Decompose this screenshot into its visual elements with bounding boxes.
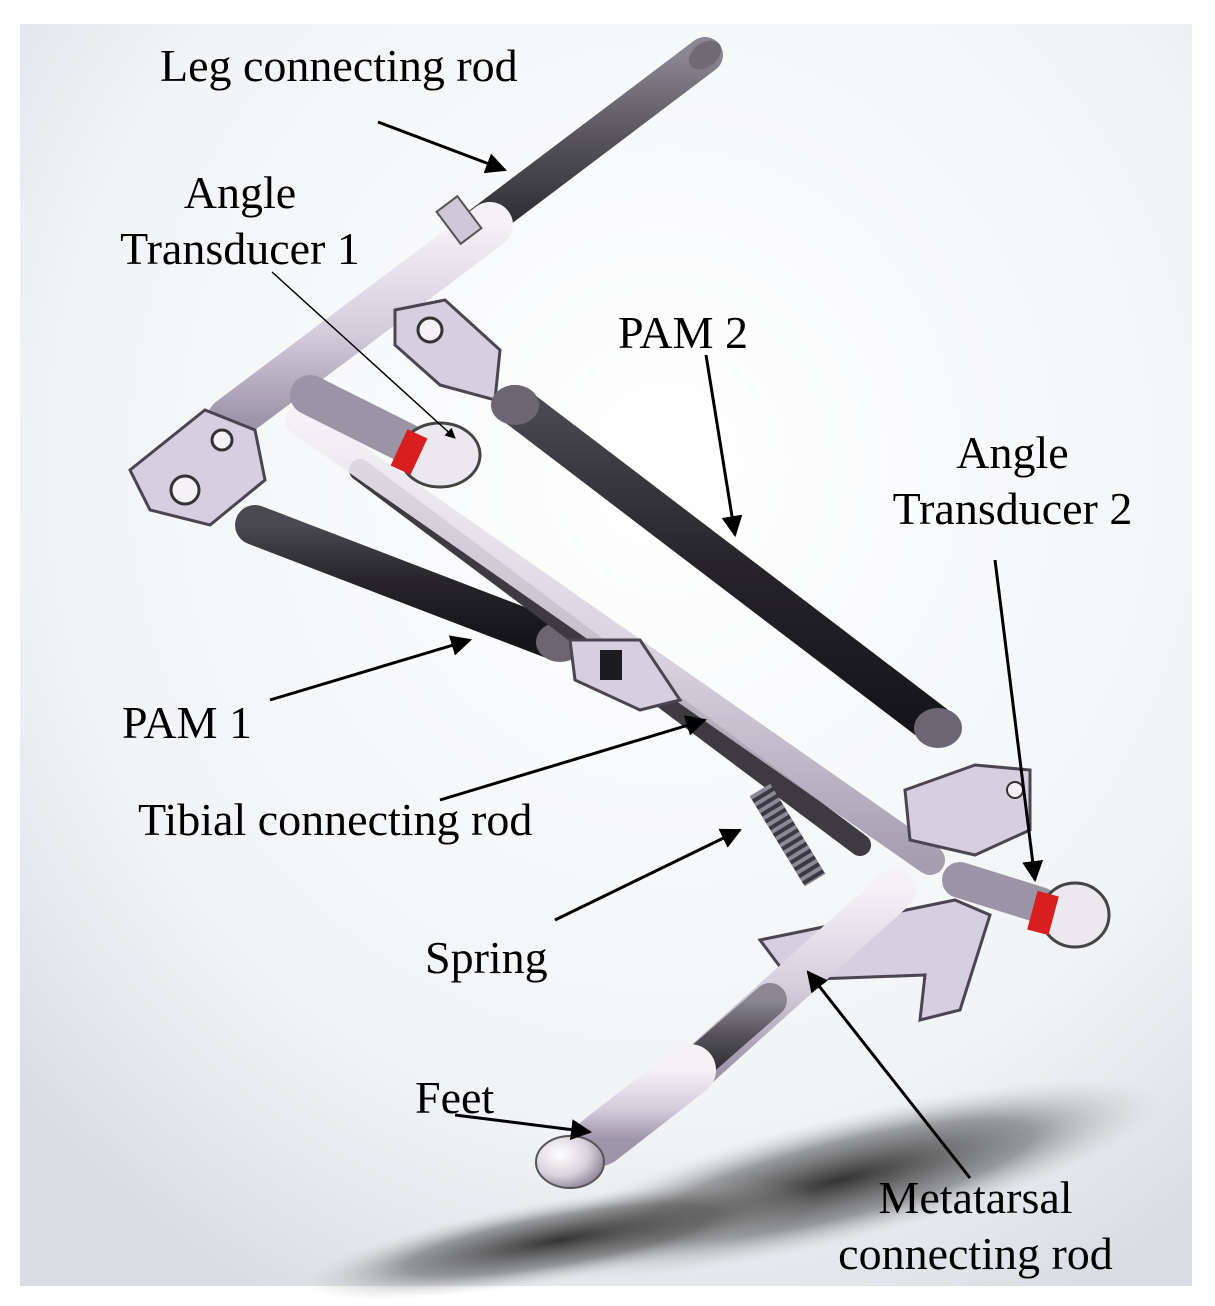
- tibial-rod-arrow-icon: [439, 715, 708, 802]
- label-tibial-connecting-rod: Tibial connecting rod: [138, 794, 533, 845]
- upper-clamp: [435, 194, 483, 246]
- tibia-bracket-slot: [600, 650, 622, 680]
- pam-2-top-fitting: [491, 385, 539, 425]
- label-pam-1: PAM 1: [122, 697, 252, 748]
- pam1-arrow-icon: [269, 635, 473, 702]
- pam2-arrow-icon: [704, 354, 743, 538]
- hip-pin: [169, 474, 201, 506]
- label-leg-connecting-rod: Leg connecting rod: [160, 40, 518, 91]
- label-spring: Spring: [425, 932, 548, 983]
- hip-pin-2: [210, 428, 234, 452]
- label-feet: Feet: [415, 1072, 495, 1123]
- foot-tube: [574, 1044, 716, 1166]
- leg-rod-arrow-icon: [377, 120, 507, 174]
- metatarsal-arrow-icon: [806, 970, 972, 1179]
- pam-1-muscle: [235, 505, 575, 660]
- label-angle-transducer-1: Angle Transducer 1: [120, 167, 360, 274]
- tibia-bracket: [568, 638, 683, 712]
- pam-2-bottom-fitting: [914, 708, 962, 748]
- angle1-arrow-icon: [271, 271, 456, 439]
- feet-arrow-icon: [454, 1113, 593, 1141]
- label-pam-2: PAM 2: [618, 307, 748, 358]
- label-angle-transducer-2: Angle Transducer 2: [892, 427, 1133, 534]
- knee-pin: [416, 316, 444, 344]
- spring-arrow-icon: [554, 828, 742, 922]
- pam-2-muscle: [495, 385, 955, 745]
- upper-leg-tube: [207, 202, 513, 443]
- angle-transducer-1: [290, 375, 482, 489]
- angle-transducer-2: [942, 862, 1111, 949]
- floor-shadow-2: [303, 1180, 817, 1300]
- spring: [749, 783, 826, 887]
- leg-rod-end: [688, 40, 722, 70]
- label-metatarsal-connecting-rod: Metatarsal connecting rod: [838, 1172, 1113, 1279]
- leg-connecting-rod: [462, 37, 723, 243]
- angle2-arrow-icon: [993, 559, 1044, 883]
